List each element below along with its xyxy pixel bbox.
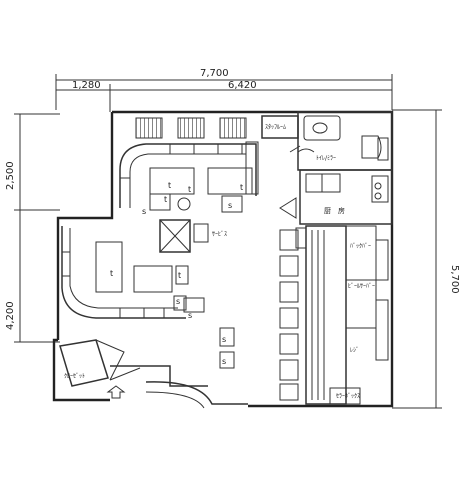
seat-marker: s xyxy=(188,311,192,320)
upper-booth xyxy=(119,141,259,213)
label-kitchen: 厨 房 xyxy=(324,206,345,215)
dimension-lines xyxy=(14,74,442,409)
center-pillar xyxy=(159,197,209,253)
seat-marker: s xyxy=(222,357,226,366)
window-block-3 xyxy=(219,117,247,139)
window-block-2 xyxy=(177,117,205,139)
label-toilet: ﾄｲﾚ/ﾐﾗｰ xyxy=(316,155,336,162)
seat-marker: s xyxy=(142,207,146,216)
dim-total-width: 7,700 xyxy=(200,68,229,79)
dim-lower-height: 4,200 xyxy=(5,301,16,330)
window-block-1 xyxy=(135,117,163,139)
entrance-closet xyxy=(59,327,248,409)
label-beer-server: ﾋﾞｰﾙｻｰﾊﾞｰ xyxy=(348,283,375,290)
label-cellar-box: ｾﾗｰﾎﾞｯｸｽ xyxy=(336,393,360,400)
seat-marker: s xyxy=(228,201,232,210)
label-service: ｻｰﾋﾞｽ xyxy=(212,231,227,238)
outer-walls xyxy=(52,110,394,408)
dim-upper-height: 2,500 xyxy=(5,161,16,190)
table-marker: t xyxy=(240,183,243,192)
table-marker: t xyxy=(168,181,171,190)
seat-marker: s xyxy=(222,335,226,344)
seat-marker: s xyxy=(176,297,180,306)
label-closet: ｸﾛｰｾﾞｯﾄ xyxy=(64,373,85,380)
label-staff-room: ｽﾀｯﾌﾙｰﾑ xyxy=(265,124,286,131)
table-marker: t xyxy=(178,271,181,280)
bar-counter xyxy=(305,225,389,405)
table-marker: t xyxy=(164,195,167,204)
table-marker: t xyxy=(110,269,113,278)
stools-column xyxy=(279,227,307,401)
dim-right-height: 5,700 xyxy=(449,265,459,294)
lower-booth xyxy=(61,226,205,319)
label-back-bar: ﾊﾞｯｸﾊﾞｰ xyxy=(350,243,371,250)
table-marker: t xyxy=(188,185,191,194)
toilet-room xyxy=(297,111,393,171)
label-register: ﾚｼﾞ xyxy=(350,347,359,354)
dim-left-width: 1,280 xyxy=(72,80,101,91)
kitchen-area xyxy=(279,145,393,225)
dim-right-width: 6,420 xyxy=(228,80,257,91)
